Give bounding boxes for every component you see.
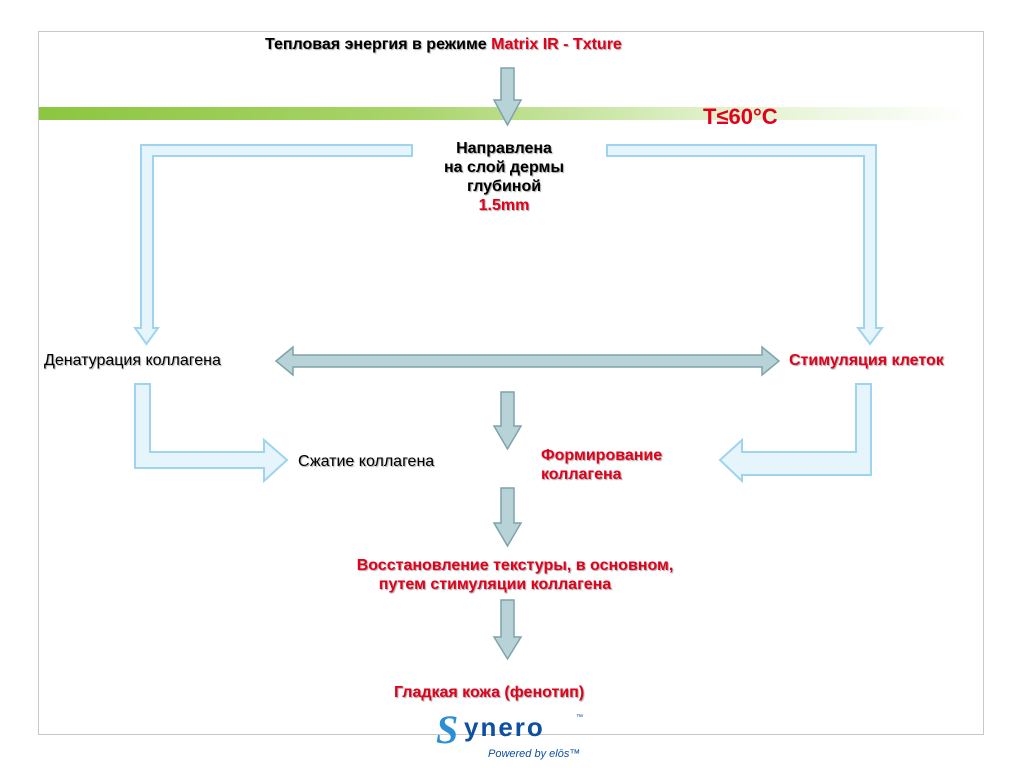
arrow-down-restoration: [492, 487, 523, 548]
contraction-label: Сжатие коллагена: [298, 453, 435, 470]
arrow-left-to-contraction: [134, 383, 289, 484]
title-mode: Matrix IR - Txture: [491, 36, 622, 53]
logo-tagline: Powered by elōs™: [488, 748, 581, 760]
title-prefix: Тепловая энергия в режиме: [265, 36, 492, 53]
directed-line3: глубиной: [466, 178, 542, 195]
arrow-down-middle: [492, 391, 523, 451]
arrow-right-branch: [606, 144, 884, 346]
formation-label: Формирование коллагена: [541, 446, 662, 484]
arrow-double-horizontal: [274, 345, 781, 377]
slide-frame: [38, 31, 984, 735]
syneron-logo: S ynero ™ Powered by elōs™: [436, 707, 596, 768]
directed-line1: Направлена: [456, 140, 552, 157]
result-label: Гладкая кожа (фенотип): [394, 684, 585, 701]
arrow-right-to-formation: [718, 383, 872, 484]
directed-block: Направлена на слой дермы глубиной 1.5mm: [414, 139, 594, 215]
temperature-label: T≤60°C: [703, 104, 778, 129]
arrow-down-top: [492, 67, 523, 127]
title: Тепловая энергия в режиме Matrix IR - Tx…: [265, 35, 622, 54]
arrow-left-branch: [133, 144, 413, 346]
formation-line2: коллагена: [541, 466, 622, 483]
right-node-stimulation: Стимуляция клеток: [789, 352, 944, 369]
restoration-line1: Восстановление текстуры, в основном,: [356, 557, 674, 574]
logo-mark: S: [436, 707, 459, 752]
logo-name: ynero: [464, 712, 545, 742]
restoration-label: Восстановление текстуры, в основном, пут…: [300, 556, 730, 594]
restoration-line2: путем стимуляции коллагена: [378, 576, 612, 593]
directed-depth: 1.5mm: [478, 197, 530, 214]
formation-line1: Формирование: [541, 447, 663, 464]
logo-tm: ™: [576, 714, 583, 721]
left-node-denaturation: Денатурация коллагена: [44, 352, 221, 369]
arrow-down-result: [492, 599, 523, 661]
directed-line2: на слой дермы: [443, 159, 565, 176]
